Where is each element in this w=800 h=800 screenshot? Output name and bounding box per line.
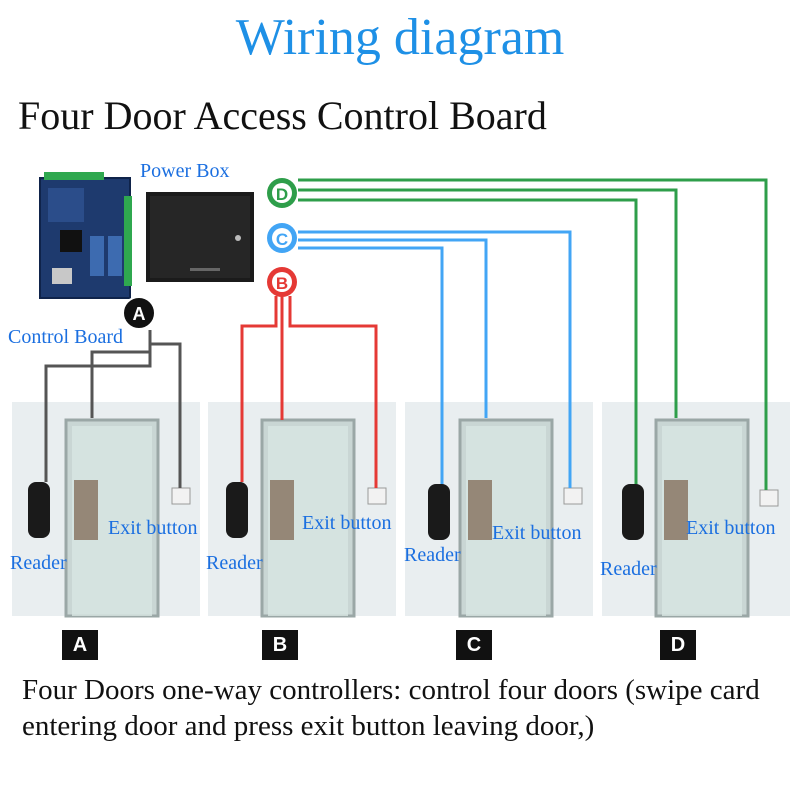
power-box xyxy=(146,192,254,282)
wires-a xyxy=(44,330,182,488)
exit-button-label-a: Exit button xyxy=(108,517,198,539)
marker-b-label: B xyxy=(276,274,288,293)
exit-button-label-c: Exit button xyxy=(492,522,582,544)
marker-b: B xyxy=(267,267,297,297)
door-badge-d: D xyxy=(660,630,696,660)
exit-button-b xyxy=(367,487,387,505)
exit-button-d xyxy=(759,489,779,507)
reader-label-d: Reader xyxy=(600,558,657,580)
power-box-label: Power Box xyxy=(140,160,230,182)
diagram-title: Wiring diagram xyxy=(235,9,565,66)
exit-button-a xyxy=(171,487,191,505)
door-badge-b: B xyxy=(262,630,298,660)
card-reader-c xyxy=(428,484,450,540)
reader-label-a: Reader xyxy=(10,552,67,574)
card-reader-d xyxy=(622,484,644,540)
control-board xyxy=(39,172,132,299)
card-reader-b xyxy=(226,482,248,538)
diagram-subtitle: Four Door Access Control Board xyxy=(18,93,547,138)
reader-label-b: Reader xyxy=(206,552,263,574)
exit-button-c xyxy=(563,487,583,505)
wires-c xyxy=(298,230,572,488)
door-scene-a xyxy=(12,402,200,618)
wires-b xyxy=(240,296,378,488)
door-badge-a: A xyxy=(62,630,98,660)
reader-label-c: Reader xyxy=(404,544,461,566)
marker-c: C xyxy=(267,223,297,253)
marker-a-label: A xyxy=(133,304,146,324)
marker-a: A xyxy=(122,296,156,330)
marker-d: D xyxy=(267,178,297,208)
door-scene-c xyxy=(405,402,593,618)
control-board-label: Control Board xyxy=(8,326,123,348)
marker-d-label: D xyxy=(276,185,288,204)
diagram-caption: Four Doors one-way controllers: control … xyxy=(22,674,760,742)
card-reader-a xyxy=(28,482,50,538)
exit-button-label-d: Exit button xyxy=(686,517,776,539)
wires-d xyxy=(298,178,768,490)
door-scene-d xyxy=(602,402,790,618)
marker-c-label: C xyxy=(276,230,288,249)
exit-button-label-b: Exit button xyxy=(302,512,392,534)
door-scene-b xyxy=(208,402,396,618)
door-badge-c: C xyxy=(456,630,492,660)
